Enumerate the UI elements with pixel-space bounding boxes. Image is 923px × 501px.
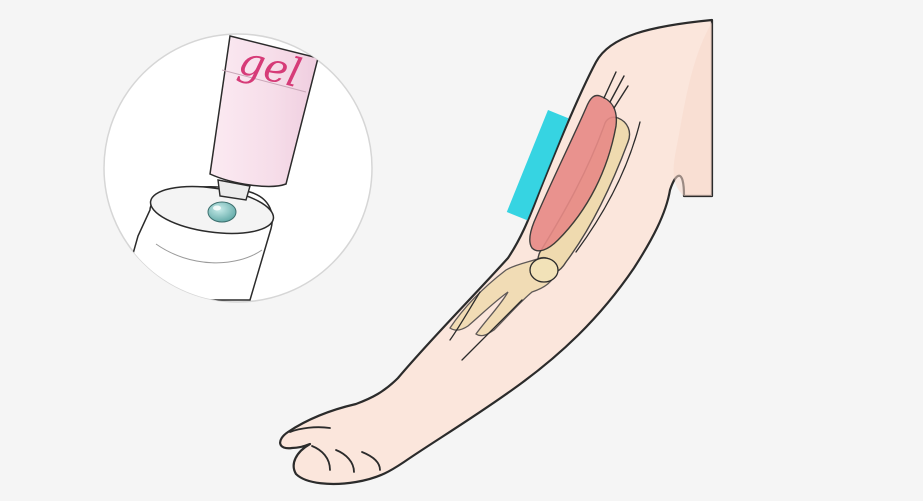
gel-drop — [207, 201, 237, 223]
hand-fingers — [311, 445, 381, 473]
gel-inset: gel — [103, 33, 373, 303]
forearm-contour-lines — [449, 121, 641, 361]
forearm-bones — [449, 256, 557, 337]
probe-edge-line — [155, 243, 263, 264]
elbow-joint — [529, 257, 559, 283]
gel-drop-highlight — [213, 205, 221, 211]
arm — [279, 18, 714, 486]
tube-nozzle — [217, 179, 251, 201]
biceps-muscle — [529, 94, 618, 252]
biceps-tendon — [603, 71, 629, 109]
ultrasound-probe-pad — [506, 110, 569, 221]
arm-shading — [673, 22, 712, 196]
tube-seam — [221, 69, 307, 93]
hand-thumb — [289, 426, 331, 433]
